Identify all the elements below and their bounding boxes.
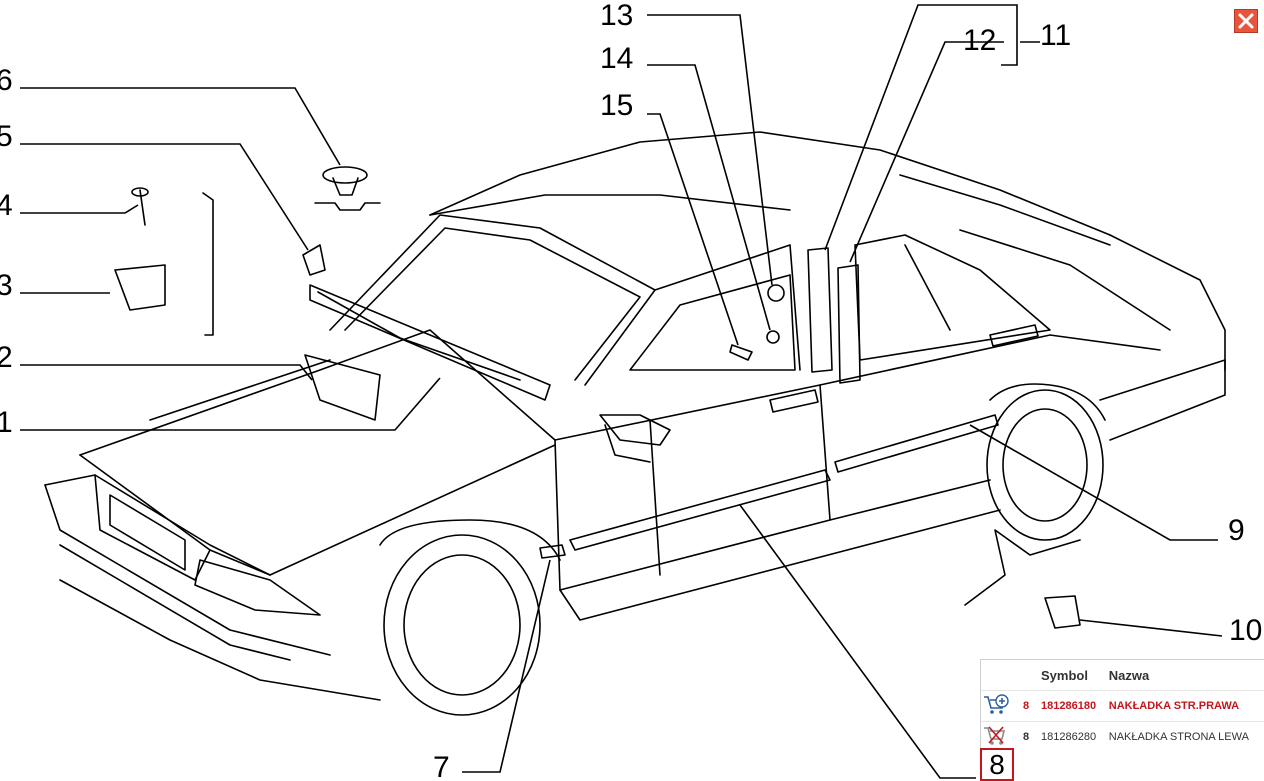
callout-3: 3 bbox=[0, 269, 13, 302]
callout-4: 4 bbox=[0, 189, 13, 222]
add-to-cart-button[interactable] bbox=[981, 690, 1015, 722]
row-symbol: 181286280 bbox=[1037, 721, 1105, 752]
callout-6: 6 bbox=[0, 64, 13, 97]
callout-2: 2 bbox=[0, 341, 13, 374]
row-symbol: 181286180 bbox=[1037, 690, 1105, 722]
callout-14: 14 bbox=[600, 42, 633, 75]
close-icon bbox=[1238, 13, 1254, 29]
header-name: Nazwa bbox=[1108, 667, 1150, 683]
close-button[interactable] bbox=[1234, 9, 1258, 33]
cart-add-icon bbox=[984, 693, 1009, 714]
cart-disabled-button bbox=[981, 721, 1015, 752]
callout-13: 13 bbox=[600, 0, 633, 32]
table-row[interactable]: 8 181286280 NAKŁADKA STRONA LEWA bbox=[981, 721, 1264, 752]
table-header-row: Symbol Nazwa bbox=[981, 660, 1264, 691]
callout-11: 11 bbox=[1040, 19, 1071, 52]
row-quantity: 8 bbox=[1015, 721, 1037, 752]
header-qty bbox=[1015, 660, 1037, 691]
header-cart bbox=[981, 660, 1015, 691]
car-drawing bbox=[44, 131, 1226, 716]
callout-9: 9 bbox=[1228, 514, 1245, 547]
table-row[interactable]: 8 181286180 NAKŁADKA STR.PRAWA bbox=[981, 690, 1264, 722]
parts-table-panel: Symbol Nazwa 8 181286180 NAKŁADKA STR.PR… bbox=[980, 659, 1264, 781]
leader-lines bbox=[20, 4, 1223, 779]
callout-15: 15 bbox=[600, 89, 633, 122]
row-quantity: 8 bbox=[1015, 690, 1037, 722]
cart-disabled-icon bbox=[984, 725, 1006, 745]
parts-table: Symbol Nazwa 8 181286180 NAKŁADKA STR.PR… bbox=[981, 660, 1264, 752]
callout-1: 1 bbox=[0, 406, 13, 439]
callout-12: 12 bbox=[963, 24, 996, 57]
row-name: NAKŁADKA STR.PRAWA bbox=[1104, 690, 1264, 722]
callout-5: 5 bbox=[0, 120, 13, 153]
callout-10: 10 bbox=[1229, 614, 1262, 647]
callout-7: 7 bbox=[433, 751, 450, 781]
header-symbol: Symbol bbox=[1041, 667, 1088, 683]
row-name: NAKŁADKA STRONA LEWA bbox=[1104, 721, 1264, 752]
selected-position-label: 8 bbox=[980, 748, 1014, 781]
